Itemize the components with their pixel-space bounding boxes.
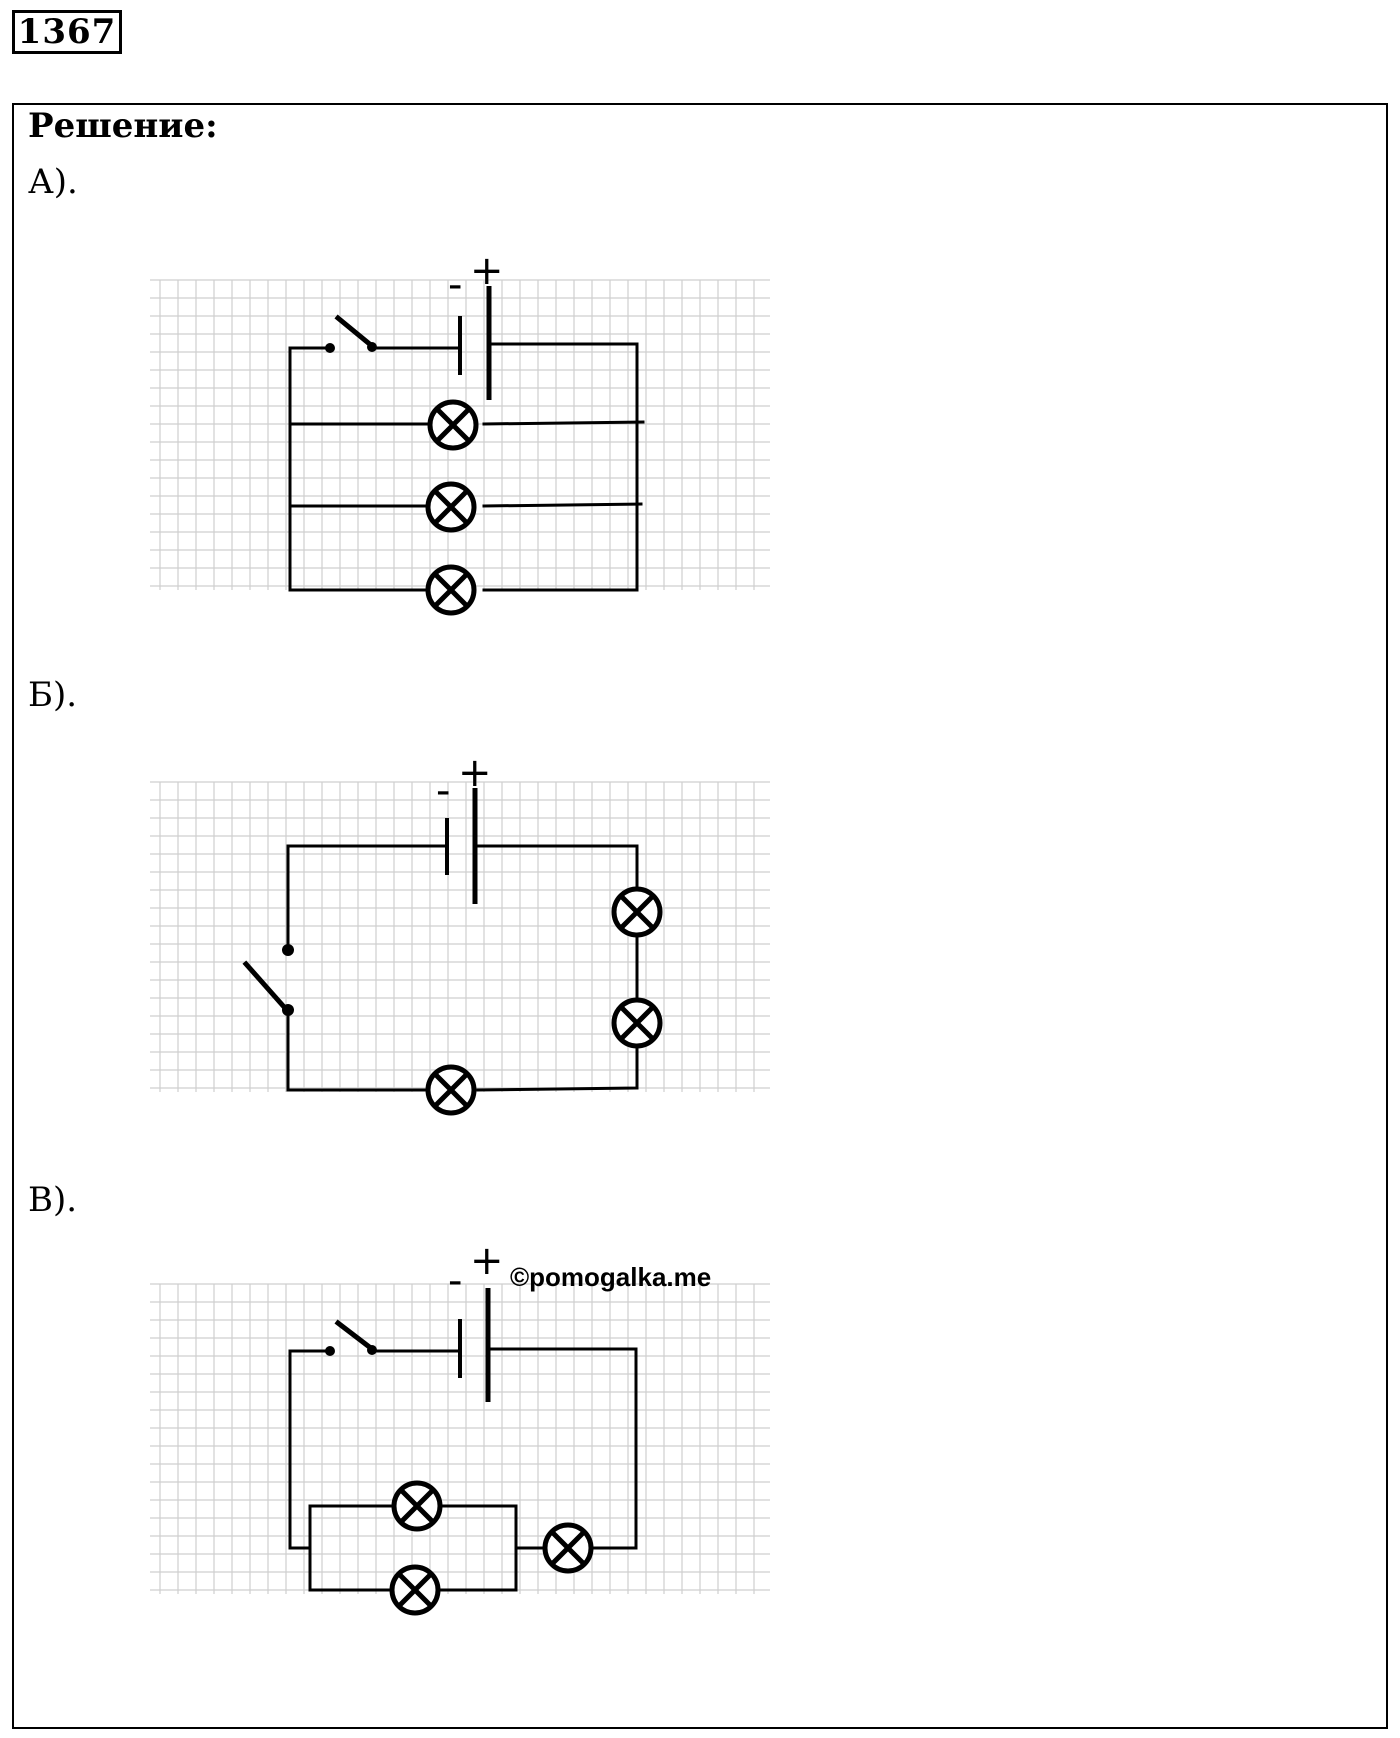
- solution-frame: [12, 103, 1388, 1729]
- wire: [288, 346, 432, 592]
- solution-heading: Решение:: [28, 106, 218, 146]
- wire: [476, 1046, 639, 1092]
- switch-lever: [334, 314, 376, 350]
- wire: [473, 844, 639, 889]
- lamp-icon: [427, 399, 479, 451]
- battery-minus-sign: -: [436, 768, 450, 814]
- part-label-c: В).: [28, 1180, 78, 1220]
- switch-lever: [334, 1319, 376, 1353]
- wire: [482, 420, 645, 426]
- lamp-icon: [542, 1522, 594, 1574]
- grid-background: [150, 781, 770, 1092]
- lamp-icon: [391, 1480, 443, 1532]
- problem-number: 1367: [12, 10, 122, 54]
- lamp-icon: [389, 1564, 441, 1616]
- switch-lever: [242, 960, 289, 1012]
- switch-contact: [325, 343, 335, 353]
- switch-contact: [282, 944, 294, 956]
- switch-contact: [325, 1346, 335, 1356]
- switch-contact: [282, 1004, 294, 1016]
- lamp-icon: [425, 481, 477, 533]
- wire: [288, 1349, 332, 1550]
- battery-plus-sign: +: [470, 1238, 504, 1284]
- lamp-icon: [611, 997, 663, 1049]
- circuit-b-diagram: - +: [150, 750, 770, 1116]
- circuit-c-diagram: - + ©pomogalka.me: [150, 1238, 770, 1616]
- circuit-a-diagram: - +: [150, 248, 770, 616]
- wire: [482, 502, 643, 508]
- part-label-b: Б).: [28, 675, 78, 715]
- wire: [286, 844, 449, 950]
- watermark: ©pomogalka.me: [510, 1262, 711, 1292]
- part-label-a: А).: [28, 162, 78, 202]
- lamp-icon: [425, 1064, 477, 1116]
- wire: [286, 1008, 430, 1092]
- battery-minus-sign: -: [448, 1258, 462, 1304]
- battery-minus-sign: -: [448, 262, 462, 308]
- lamp-icon: [611, 886, 663, 938]
- wire: [486, 1347, 638, 1550]
- wire: [482, 342, 639, 592]
- lamp-icon: [425, 564, 477, 616]
